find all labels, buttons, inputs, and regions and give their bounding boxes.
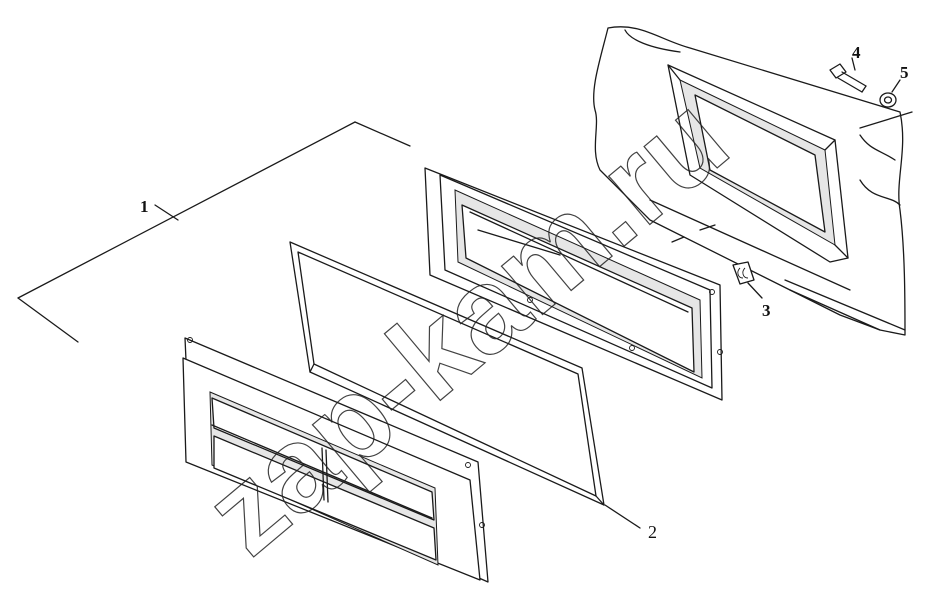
leader-1 [154, 204, 179, 221]
assembly-bracket-1 [17, 121, 411, 343]
bolt-part [829, 63, 867, 93]
grille-front [182, 337, 489, 583]
clip-part [732, 261, 755, 285]
washer-part [879, 92, 897, 108]
callout-2: 2 [648, 522, 657, 542]
callout-5: 5 [900, 63, 909, 82]
callout-4: 4 [852, 43, 861, 62]
mounting-frame [424, 167, 723, 401]
cab-panel [593, 26, 906, 336]
filter-insert [289, 241, 605, 506]
leader-2 [604, 504, 641, 529]
leader-5 [891, 79, 901, 93]
callout-1: 1 [140, 197, 149, 216]
cab-edge-line [859, 111, 913, 129]
leader-4 [851, 57, 856, 71]
leader-3 [747, 282, 763, 299]
callout-3: 3 [762, 301, 771, 320]
